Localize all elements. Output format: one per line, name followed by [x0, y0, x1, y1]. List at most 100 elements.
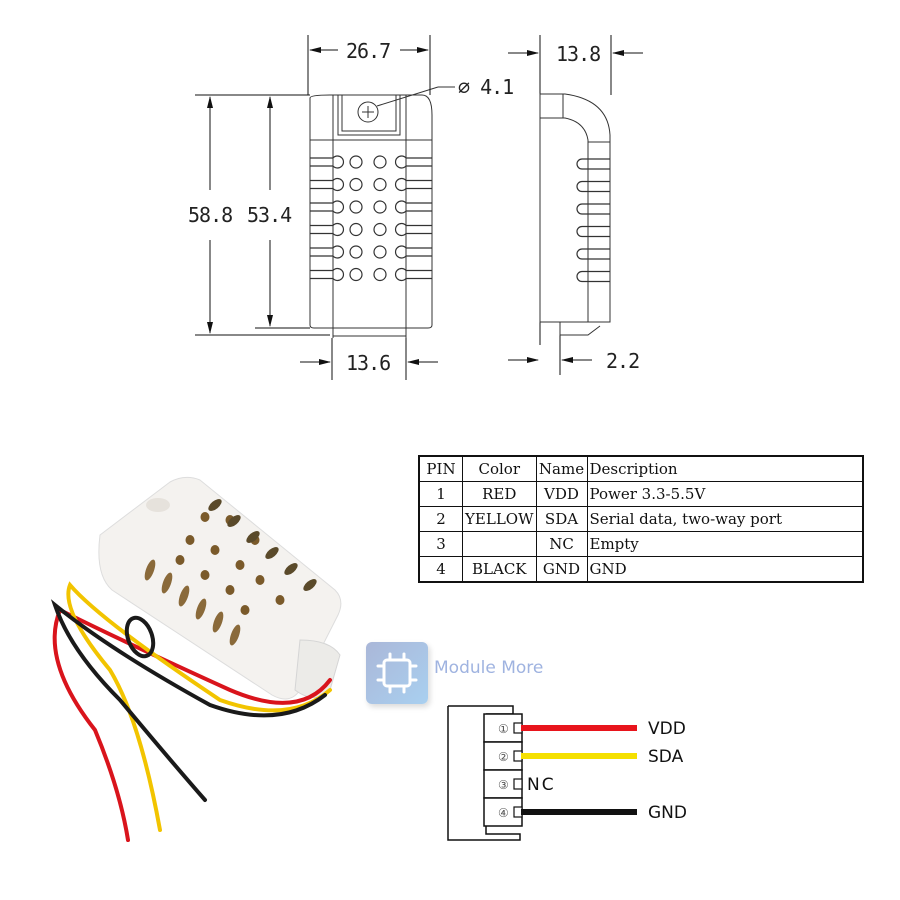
- side-slot: [576, 203, 610, 215]
- vent-hole: [373, 245, 387, 259]
- cell-description: Empty: [586, 531, 863, 557]
- cell-name: NC: [535, 531, 588, 557]
- vent-slot: [395, 267, 432, 282]
- pin-label: NC: [527, 775, 556, 795]
- vent-hole: [349, 177, 363, 192]
- vent-slot: [161, 572, 173, 594]
- cell-description: Serial data, two-way port: [586, 506, 863, 532]
- vent-hole: [275, 595, 285, 605]
- header-name: Name: [535, 455, 588, 482]
- vent-hole: [200, 570, 210, 580]
- side-view: [539, 93, 611, 336]
- vent-slot: [395, 222, 432, 237]
- pin-contact: [513, 722, 523, 734]
- dim-side-depth: 13.8: [556, 42, 600, 66]
- header-description: Description: [586, 455, 863, 482]
- pin-number: ②: [498, 750, 509, 764]
- vent-hole: [175, 555, 185, 565]
- cell-description: Power 3.3-5.5V: [586, 481, 863, 507]
- vent-slot: [395, 245, 432, 259]
- vent-hole: [240, 605, 250, 615]
- table-row: 4 BLACK GND GND: [418, 556, 863, 583]
- vent-slot: [195, 598, 207, 620]
- cell-color: BLACK: [462, 556, 537, 583]
- vent-hole: [349, 245, 363, 259]
- vent-hole: [373, 200, 387, 214]
- pin-contact: [513, 806, 523, 818]
- side-slot: [576, 180, 610, 193]
- side-slot: [576, 248, 610, 260]
- vent-hole: [373, 267, 387, 282]
- sensor-photo: [50, 476, 342, 842]
- header-color: Color: [462, 455, 537, 482]
- vent-hole: [349, 155, 363, 169]
- cell-color: RED: [462, 481, 537, 507]
- vent-slot: [310, 200, 344, 214]
- front-view: [309, 86, 455, 338]
- vent-hole: [255, 575, 265, 585]
- cell-color: [462, 531, 537, 557]
- pin-contact: [513, 750, 523, 762]
- vent-slot: [144, 559, 156, 581]
- vent-hole: [200, 512, 210, 522]
- vent-slot: [212, 611, 224, 633]
- side-slot: [576, 225, 610, 238]
- vent-slot: [265, 547, 279, 559]
- side-slots: [576, 158, 610, 283]
- vent-hole: [373, 222, 387, 237]
- vent-slot: [227, 515, 241, 527]
- vent-slot: [310, 155, 344, 169]
- dim-body-height: 53.4: [247, 203, 292, 227]
- pin-number: ④: [498, 806, 509, 820]
- mechanical-drawing: 26.7 ⌀ 4.1 58.8 53.4 13.6 13.8 2.2: [188, 35, 643, 380]
- table-row: 3 NC Empty: [418, 531, 863, 557]
- dim-total-height: 58.8: [188, 203, 232, 227]
- pin-number: ①: [498, 722, 509, 736]
- pin-contact: [513, 778, 523, 790]
- vent-slot: [178, 585, 190, 607]
- chip-icon: [376, 652, 418, 694]
- vent-hole: [235, 560, 245, 570]
- vent-hole: [373, 177, 387, 192]
- pin-label: SDA: [648, 747, 684, 767]
- wires: [50, 581, 332, 842]
- table-row: 2 YELLOW SDA Serial data, two-way port: [418, 506, 863, 532]
- vent-slot: [310, 267, 344, 282]
- vent-slot: [284, 563, 298, 575]
- vent-slot: [208, 499, 222, 511]
- vent-slot: [310, 177, 344, 192]
- pin-label: GND: [648, 803, 687, 823]
- dim-front-width: 26.7: [346, 39, 390, 63]
- dim-hole-diameter: ⌀ 4.1: [458, 75, 513, 99]
- cell-name: GND: [535, 556, 588, 583]
- vent-hole: [225, 585, 235, 595]
- vent-slot: [303, 579, 317, 591]
- vent-hole: [185, 535, 195, 545]
- vent-slot: [246, 531, 260, 543]
- vent-holes: [310, 155, 432, 282]
- cell-description: GND: [586, 556, 863, 583]
- cell-name: VDD: [535, 481, 588, 507]
- vent-slot: [395, 200, 432, 214]
- vent-hole: [349, 200, 363, 214]
- pin-number: ③: [498, 778, 509, 792]
- vent-hole: [349, 267, 363, 282]
- pin-table-header: PIN Color Name Description: [418, 455, 863, 482]
- side-slot: [576, 270, 610, 283]
- header-pin: PIN: [418, 455, 463, 482]
- watermark-badge: [366, 642, 428, 704]
- cell-pin: 3: [418, 531, 463, 557]
- vent-slot: [229, 624, 241, 646]
- dim-bottom-width: 13.6: [346, 351, 390, 375]
- vent-slot: [395, 177, 432, 192]
- cell-pin: 4: [418, 556, 463, 583]
- vent-hole: [210, 545, 220, 555]
- pin-table: PIN Color Name Description 1 RED VDD Pow…: [418, 455, 864, 583]
- vent-slot: [310, 245, 344, 259]
- side-slot: [576, 158, 610, 170]
- vent-slot: [310, 222, 344, 237]
- table-row: 1 RED VDD Power 3.3-5.5V: [418, 481, 863, 507]
- cell-name: SDA: [535, 506, 588, 532]
- vent-hole: [349, 222, 363, 237]
